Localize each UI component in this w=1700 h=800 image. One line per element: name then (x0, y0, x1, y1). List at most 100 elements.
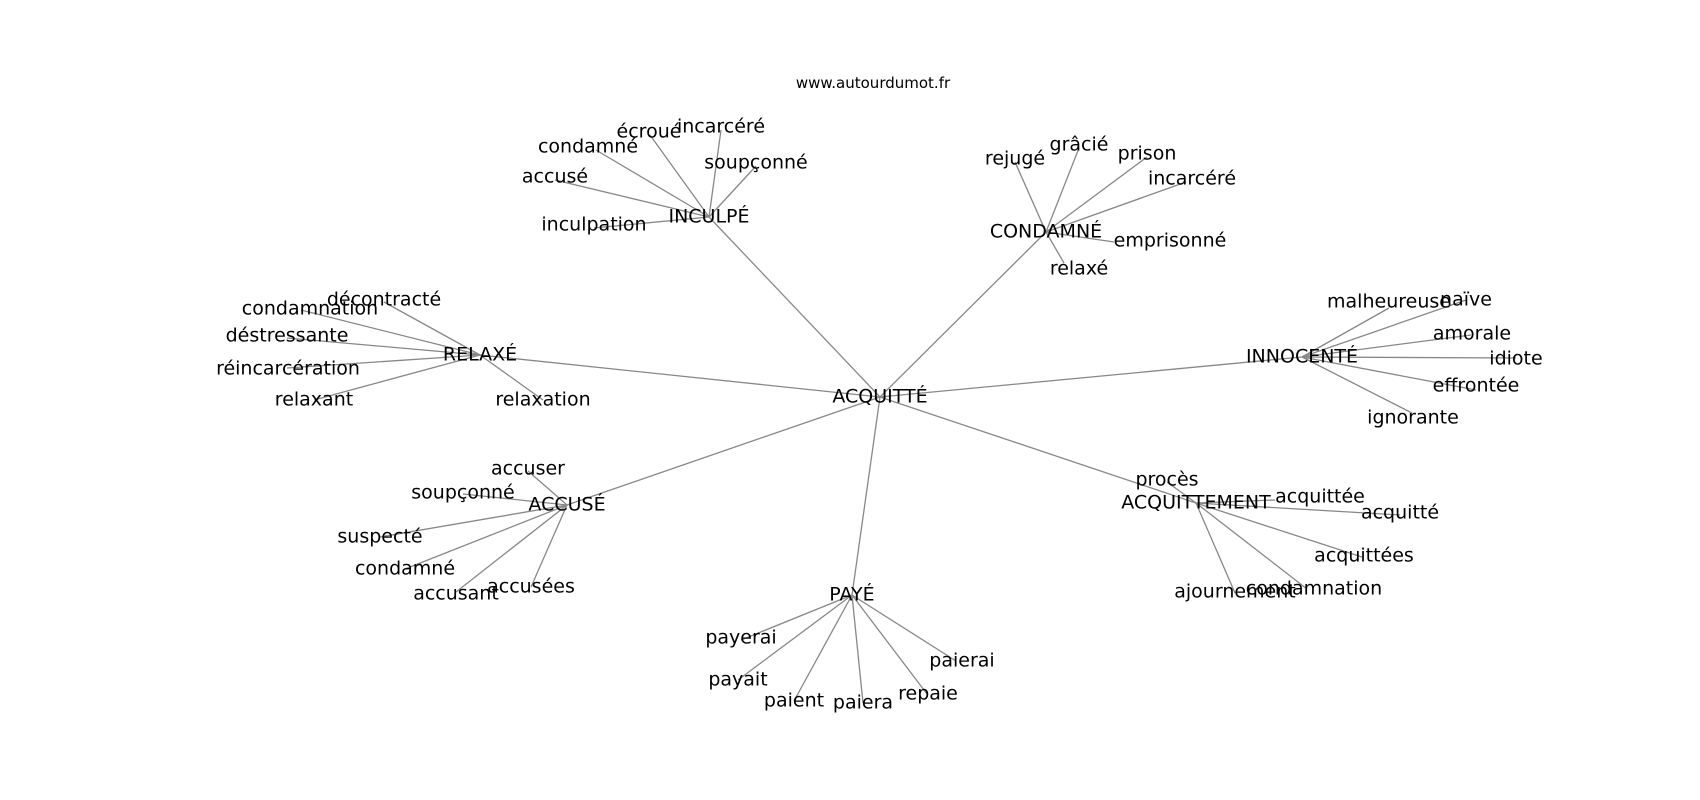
leaf-node-label[interactable]: ajournement (1174, 581, 1296, 603)
leaf-node-label[interactable]: acquitté (1361, 502, 1439, 524)
leaf-node-label[interactable]: malheureuse (1327, 291, 1451, 313)
edge-inculpe-leaf (554, 179, 710, 218)
leaf-node-label[interactable]: ignorante (1367, 407, 1459, 429)
leaf-node-label[interactable]: paiera (833, 692, 893, 714)
leaf-node-label[interactable]: soupçonné (704, 152, 807, 174)
leaf-node-label[interactable]: condamné (538, 136, 638, 158)
leaf-node-label[interactable]: décontracté (327, 289, 441, 311)
edge-root-innocente (879, 356, 1303, 398)
labels: ACQUITTÉINCULPÉincarcéréécrouécondamnéac… (216, 116, 1543, 714)
leaf-node-label[interactable]: suspecté (337, 526, 422, 548)
edge-inculpe-leaf (708, 165, 757, 218)
hub-node-label-inculpe[interactable]: INCULPÉ (668, 205, 749, 228)
leaf-node-label[interactable]: payerai (705, 627, 776, 649)
leaf-node-label[interactable]: inculpation (541, 214, 646, 236)
hub-node-label-condamne[interactable]: CONDAMNÉ (990, 220, 1102, 243)
edge-accuse-leaf (530, 504, 568, 588)
leaf-node-label[interactable]: relaxation (495, 389, 590, 411)
root-node-label[interactable]: ACQUITTÉ (832, 385, 927, 408)
edge-acquittement-leaf (1195, 502, 1236, 594)
edge-relaxe-leaf (286, 354, 481, 369)
edge-condamne-leaf (1014, 161, 1047, 233)
leaf-node-label[interactable]: naïve (1440, 289, 1492, 311)
edge-acquittement-leaf (1166, 481, 1197, 504)
edge-inculpe-leaf (595, 149, 710, 218)
source-url[interactable]: www.autourdumot.fr (796, 74, 951, 92)
edge-relaxe-leaf (313, 354, 481, 401)
edge-accuse-leaf (379, 504, 568, 538)
edge-root-condamne (879, 231, 1047, 398)
leaf-node-label[interactable]: relaxant (275, 389, 353, 411)
leaf-node-label[interactable]: condamnation (1246, 578, 1382, 600)
edge-relaxe-leaf (383, 301, 481, 356)
leaf-node-label[interactable]: accusé (522, 166, 588, 188)
edge-root-relaxe (479, 354, 881, 398)
edge-paye-leaf (851, 594, 864, 704)
leaf-node-label[interactable]: réincarcération (216, 358, 360, 380)
edge-root-paye (851, 396, 881, 596)
leaf-node-label[interactable]: rejugé (985, 148, 1045, 170)
leaf-node-label[interactable]: incarcéré (1148, 168, 1236, 190)
leaf-node-label[interactable]: paient (764, 690, 824, 712)
edges (286, 129, 1517, 704)
edge-relaxe-leaf (300, 309, 481, 356)
leaf-node-label[interactable]: paierai (929, 650, 994, 672)
leaf-node-label[interactable]: déstressante (226, 325, 349, 347)
leaf-node-label[interactable]: procès (1135, 469, 1198, 491)
hub-node-label-paye[interactable]: PAYÉ (829, 583, 874, 606)
edge-innocente-leaf (1301, 356, 1517, 359)
leaf-node-label[interactable]: incarcéré (677, 116, 765, 138)
leaf-node-label[interactable]: condamnation (242, 298, 378, 320)
edge-accuse-leaf (462, 493, 568, 506)
leaf-node-label[interactable]: acquittées (1314, 545, 1414, 567)
leaf-node-label[interactable]: grâcié (1050, 134, 1109, 156)
edge-accuse-leaf (404, 504, 568, 570)
edge-paye-leaf (737, 594, 853, 681)
leaf-node-label[interactable]: amorale (1433, 323, 1511, 345)
edge-acquittement-leaf (1195, 502, 1363, 558)
leaf-node-label[interactable]: condamné (355, 558, 455, 580)
leaf-node-label[interactable]: idiote (1489, 348, 1542, 370)
edge-paye-leaf (851, 594, 928, 695)
hub-node-label-accuse[interactable]: ACCUSÉ (528, 493, 605, 516)
edge-condamne-leaf (1045, 181, 1187, 233)
edge-accuse-leaf (527, 470, 568, 506)
leaf-node-label[interactable]: relaxé (1050, 258, 1108, 280)
edge-innocente-leaf (1301, 356, 1413, 414)
hub-node-label-innocente[interactable]: INNOCENTÉ (1246, 345, 1358, 368)
edge-acquittement-leaf (1195, 502, 1401, 516)
edge-inculpe-leaf (649, 134, 710, 218)
edge-innocente-leaf (1301, 299, 1467, 358)
leaf-node-label[interactable]: accusant (413, 583, 499, 605)
edge-condamne-leaf (1045, 231, 1115, 243)
edge-condamne-leaf (1045, 147, 1080, 233)
leaf-node-label[interactable]: effrontée (1433, 375, 1520, 397)
edge-paye-leaf (740, 594, 853, 641)
edge-root-accuse (566, 396, 881, 506)
edge-accuse-leaf (455, 504, 568, 593)
edge-innocente-leaf (1301, 307, 1390, 358)
leaf-node-label[interactable]: acquittée (1275, 486, 1365, 508)
edge-relaxe-leaf (286, 337, 481, 356)
edge-inculpe-leaf (593, 216, 710, 229)
leaf-node-label[interactable]: prison (1118, 143, 1177, 165)
edge-innocente-leaf (1301, 356, 1477, 391)
edge-root-acquittement (879, 396, 1197, 504)
edge-condamne-leaf (1045, 156, 1148, 233)
edge-inculpe-leaf (708, 129, 722, 218)
edge-relaxe-leaf (479, 354, 544, 401)
leaf-node-label[interactable]: emprisonné (1114, 230, 1227, 252)
leaf-node-label[interactable]: accuser (491, 458, 565, 480)
leaf-node-label[interactable]: accusées (487, 576, 575, 598)
hub-node-label-relaxe[interactable]: RELAXÉ (443, 343, 517, 366)
leaf-node-label[interactable]: repaie (898, 683, 958, 705)
edge-acquittement-leaf (1195, 499, 1276, 504)
hub-node-label-acquittement[interactable]: ACQUITTEMENT (1121, 492, 1271, 514)
leaf-node-label[interactable]: payait (708, 669, 767, 691)
leaf-node-label[interactable]: soupçonné (411, 482, 514, 504)
edge-paye-leaf (793, 594, 853, 702)
leaf-node-label[interactable]: écroué (617, 121, 682, 143)
edge-condamne-leaf (1045, 231, 1065, 264)
edge-acquittement-leaf (1195, 502, 1308, 590)
